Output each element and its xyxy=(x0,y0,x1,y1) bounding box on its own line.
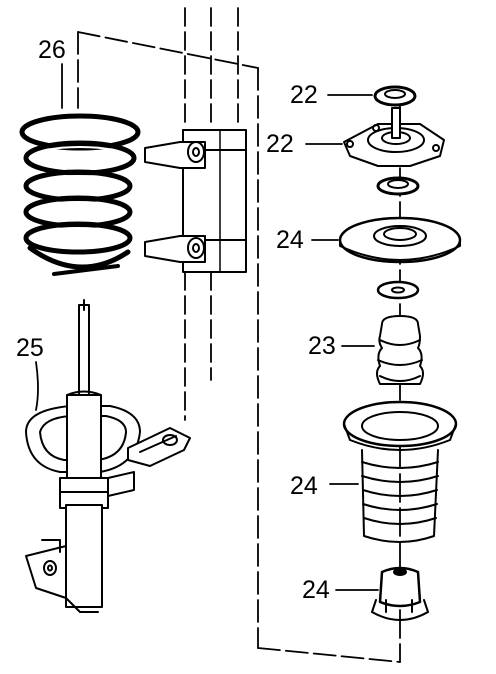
lower-insulator xyxy=(335,566,429,621)
body-pillar-lines xyxy=(184,7,239,421)
coil-spring xyxy=(19,63,141,276)
dust-boot xyxy=(329,400,458,543)
upper-nut-washer xyxy=(327,85,417,107)
upper-mount xyxy=(305,107,445,167)
strut-assembly xyxy=(25,299,191,613)
callout-22-upper-nut-washer: 22 xyxy=(290,81,318,109)
callout-24-lower-insulator: 24 xyxy=(302,576,330,604)
assembly-frame-lines xyxy=(77,31,401,663)
callout-26-coil-spring: 26 xyxy=(38,36,66,64)
small-washer xyxy=(376,280,420,300)
bearing-washer xyxy=(376,176,420,196)
jounce-bumper xyxy=(341,315,424,385)
leader-25 xyxy=(35,361,39,411)
pillar-bracket xyxy=(144,129,247,273)
callout-25-strut-assembly: 25 xyxy=(16,334,44,362)
callout-22-upper-mount: 22 xyxy=(266,130,294,158)
callout-24-spring-seat: 24 xyxy=(276,226,304,254)
callout-23-jounce-bumper: 23 xyxy=(308,332,336,360)
upper-spring-seat xyxy=(311,216,462,264)
callout-24-dust-boot: 24 xyxy=(290,472,318,500)
